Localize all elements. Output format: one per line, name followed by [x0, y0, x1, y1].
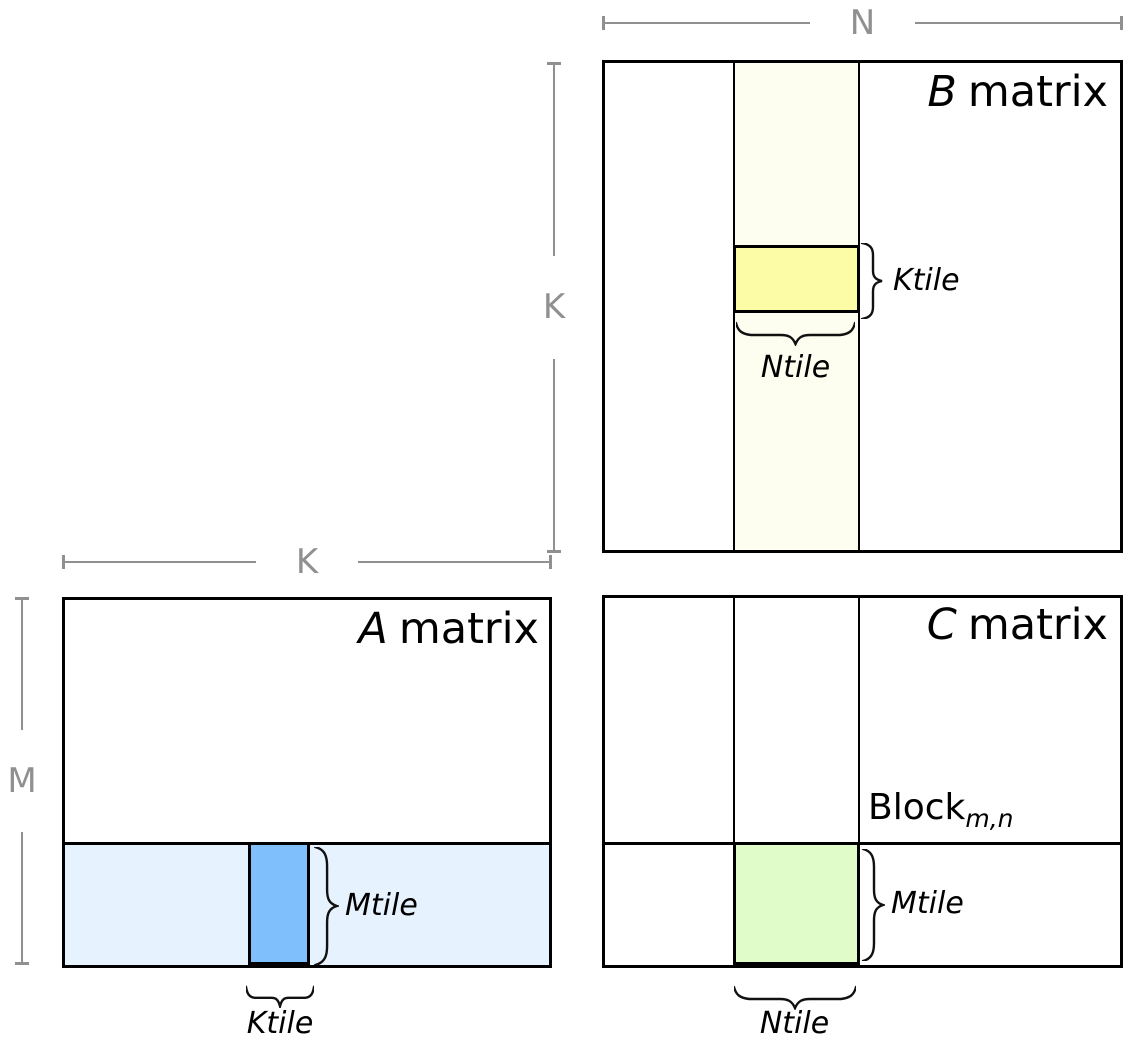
dimension-line-m: M: [7, 597, 37, 965]
a-mtile-ktile-tile: [248, 842, 310, 965]
ntile-underbrace-icon: [736, 320, 855, 346]
n-dimension-label: N: [849, 2, 876, 43]
k-dimension-label: K: [542, 287, 566, 328]
dimension-tick: [547, 550, 561, 553]
a-matrix-word: matrix: [398, 604, 539, 654]
mtile-brace-icon: [313, 847, 339, 965]
dimension-line-segment: [20, 600, 24, 730]
b-ktile-label: Ktile: [893, 263, 960, 298]
block-mn-label: Blockm,n: [868, 787, 1014, 831]
ktile-brace-icon: [860, 243, 884, 319]
c-mtile-label: Mtile: [891, 886, 964, 921]
b-ktile-ntile-tile: [733, 245, 860, 313]
mtile-brace-icon: [861, 849, 885, 961]
dimension-tick: [15, 962, 29, 965]
c-matrix-word: matrix: [967, 600, 1108, 650]
m-dimension-label: M: [7, 760, 37, 801]
a-ktile-label: Ktile: [246, 1006, 314, 1041]
c-column-line: [733, 598, 735, 842]
b-matrix-letter: B: [927, 67, 957, 117]
dimension-tick: [62, 555, 65, 569]
dimension-tick: [547, 62, 561, 65]
c-matrix-letter: C: [926, 600, 957, 650]
dimension-line-n: N: [602, 6, 1123, 39]
a-matrix-letter: A: [358, 604, 388, 654]
block-label-base: Block: [868, 787, 966, 828]
dimension-tick: [549, 555, 553, 569]
dimension-line-segment: [552, 65, 556, 257]
b-matrix-word: matrix: [967, 67, 1108, 117]
c-column-line: [858, 598, 860, 842]
c-ntile-label: Ntile: [759, 1006, 830, 1041]
dimension-line-segment: [20, 832, 24, 962]
dimension-line-k-horizontal: K: [62, 545, 553, 578]
dimension-line-segment: [552, 358, 556, 550]
a-mtile-label: Mtile: [345, 888, 418, 923]
ntile-underbrace-icon: [734, 984, 856, 1010]
dimension-line-segment: [358, 560, 550, 564]
dimension-line-segment: [915, 21, 1120, 25]
dimension-tick: [1120, 16, 1123, 30]
dimension-line-k-vertical: K: [543, 62, 565, 553]
c-row-divider: [605, 842, 1120, 845]
b-ntile-label: Ntile: [760, 350, 831, 385]
dimension-tick: [602, 16, 605, 30]
c-block-tile: [733, 842, 860, 965]
k-dimension-label: K: [295, 541, 319, 582]
dimension-line-segment: [605, 21, 810, 25]
ktile-underbrace-icon: [246, 984, 314, 1008]
block-label-subscript: m,n: [965, 804, 1014, 834]
dimension-line-segment: [65, 560, 256, 564]
dimension-tick: [15, 597, 29, 600]
